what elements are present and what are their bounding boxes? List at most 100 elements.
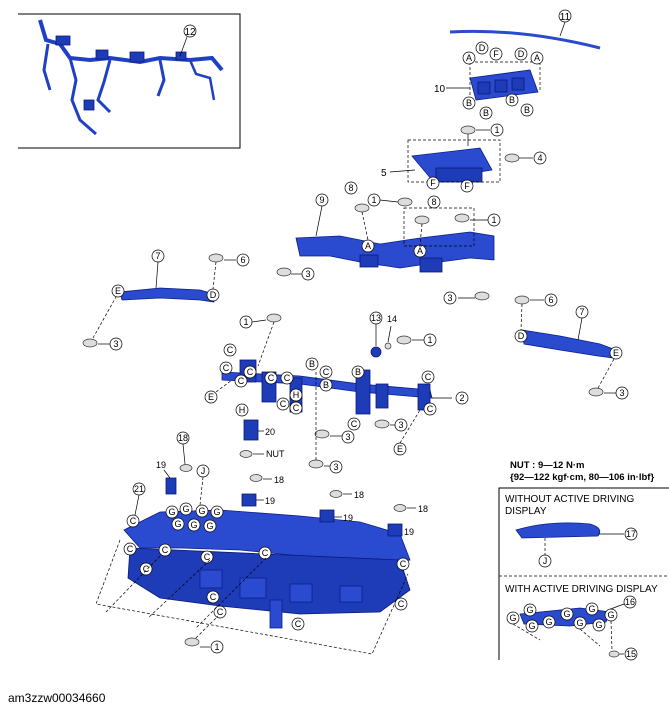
callout-3: 3: [305, 269, 310, 279]
callout-1: 1: [243, 317, 248, 327]
label-B: B: [309, 359, 315, 369]
callout-15: 15: [626, 649, 636, 659]
callout-18: 18: [418, 504, 428, 514]
callout-1: 1: [491, 215, 496, 225]
label-E: E: [115, 286, 121, 296]
callout-2: 2: [459, 393, 464, 403]
label-C: C: [398, 599, 405, 609]
label-C: C: [204, 552, 211, 562]
label-C: C: [247, 367, 254, 377]
label-C: C: [227, 345, 234, 355]
label-A: A: [466, 53, 472, 63]
callout-17: 17: [626, 529, 636, 539]
label-A: A: [365, 241, 371, 251]
label-C: C: [223, 363, 230, 373]
callout-19: 19: [156, 460, 166, 470]
callout-18: 18: [178, 433, 188, 443]
label-G: G: [526, 605, 533, 615]
callout-1: 1: [371, 195, 376, 205]
label-C: C: [351, 419, 358, 429]
torque-line-1: NUT : 9—12 N·m: [510, 460, 584, 471]
label-E: E: [613, 348, 619, 358]
label-C: C: [284, 373, 291, 383]
label-B: B: [355, 367, 361, 377]
callout-10: 10: [434, 84, 446, 95]
callout-20: 20: [265, 427, 275, 437]
callout-6: 6: [548, 295, 553, 305]
part-2-member: 2 C C C C C C C C H B C B B C C C E E 1 …: [204, 311, 469, 474]
label-C: C: [268, 373, 275, 383]
callout-1: 1: [214, 642, 219, 652]
label-C: C: [217, 607, 224, 617]
callout-9: 9: [319, 195, 324, 205]
label-C: C: [427, 404, 434, 414]
label-C: C: [130, 516, 137, 526]
label-G: G: [528, 621, 535, 631]
label-G: G: [588, 604, 595, 614]
label-G: G: [198, 506, 205, 516]
label-G: G: [213, 507, 220, 517]
callout-11: 11: [560, 12, 571, 23]
label-F: F: [430, 178, 436, 188]
label-C: C: [238, 376, 245, 386]
callout-7: 7: [155, 251, 160, 261]
callout-14: 14: [387, 314, 397, 324]
label-A: A: [417, 246, 423, 256]
label-C: C: [143, 564, 150, 574]
part-5-bracket: 5 F F 1 4: [381, 123, 547, 193]
label-G: G: [182, 504, 189, 514]
label-C: C: [262, 548, 269, 558]
label-G: G: [607, 610, 614, 620]
label-C: C: [210, 592, 217, 602]
part-11-strip: 11: [449, 9, 601, 50]
label-D: D: [479, 43, 486, 53]
with-title: WITH ACTIVE DRIVING DISPLAY: [505, 584, 658, 595]
label-G: G: [545, 617, 552, 627]
label-H: H: [293, 390, 300, 400]
callout-18: 18: [274, 475, 284, 485]
label-G: G: [509, 613, 516, 623]
part-7-left-duct: 7 E D 6 3: [82, 249, 250, 351]
callout-8: 8: [348, 183, 353, 193]
label-C: C: [162, 545, 169, 555]
callout-3: 3: [398, 420, 403, 430]
label-G: G: [576, 618, 583, 628]
callout-3: 3: [113, 339, 118, 349]
label-D: D: [518, 331, 525, 341]
callout-3: 3: [333, 462, 338, 472]
label-D: D: [518, 49, 525, 59]
label-H: H: [239, 405, 246, 415]
label-G: G: [206, 521, 213, 531]
option-box: WITHOUT ACTIVE DRIVING DISPLAY 17 J WITH…: [498, 487, 669, 661]
callout-1: 1: [427, 335, 432, 345]
label-F: F: [464, 181, 470, 191]
torque-note: NUT : 9—12 N·m {92—122 kgf·cm, 80—106 in…: [510, 460, 654, 483]
label-B: B: [509, 95, 515, 105]
label-G: G: [174, 519, 181, 529]
callout-12: 12: [184, 27, 196, 38]
callout-18: 18: [354, 490, 364, 500]
callout-19: 19: [404, 527, 414, 537]
label-C: C: [323, 367, 330, 377]
label-J: J: [201, 466, 206, 476]
callout-5: 5: [381, 168, 387, 179]
callout-3: 3: [619, 388, 624, 398]
label-C: C: [127, 544, 134, 554]
without-title-1: WITHOUT ACTIVE DRIVING: [505, 494, 634, 505]
label-C: C: [295, 619, 302, 629]
callout-1: 1: [494, 125, 499, 135]
callout-19: 19: [343, 513, 353, 523]
label-B: B: [323, 380, 329, 390]
label-C: C: [400, 559, 407, 569]
label-A: A: [534, 53, 540, 63]
callout-3: 3: [447, 293, 452, 303]
label-G: G: [595, 620, 602, 630]
part-10-vent: A D F D A B B B B 10: [434, 41, 544, 120]
label-G: G: [563, 609, 570, 619]
callout-6: 6: [240, 255, 245, 265]
callout-16: 16: [625, 597, 635, 607]
part-21-dashboard: 21 C C C C C C C C C C C G G G G G G G J…: [95, 431, 428, 655]
label-B: B: [524, 105, 530, 115]
harness-inset: 12: [18, 13, 241, 149]
